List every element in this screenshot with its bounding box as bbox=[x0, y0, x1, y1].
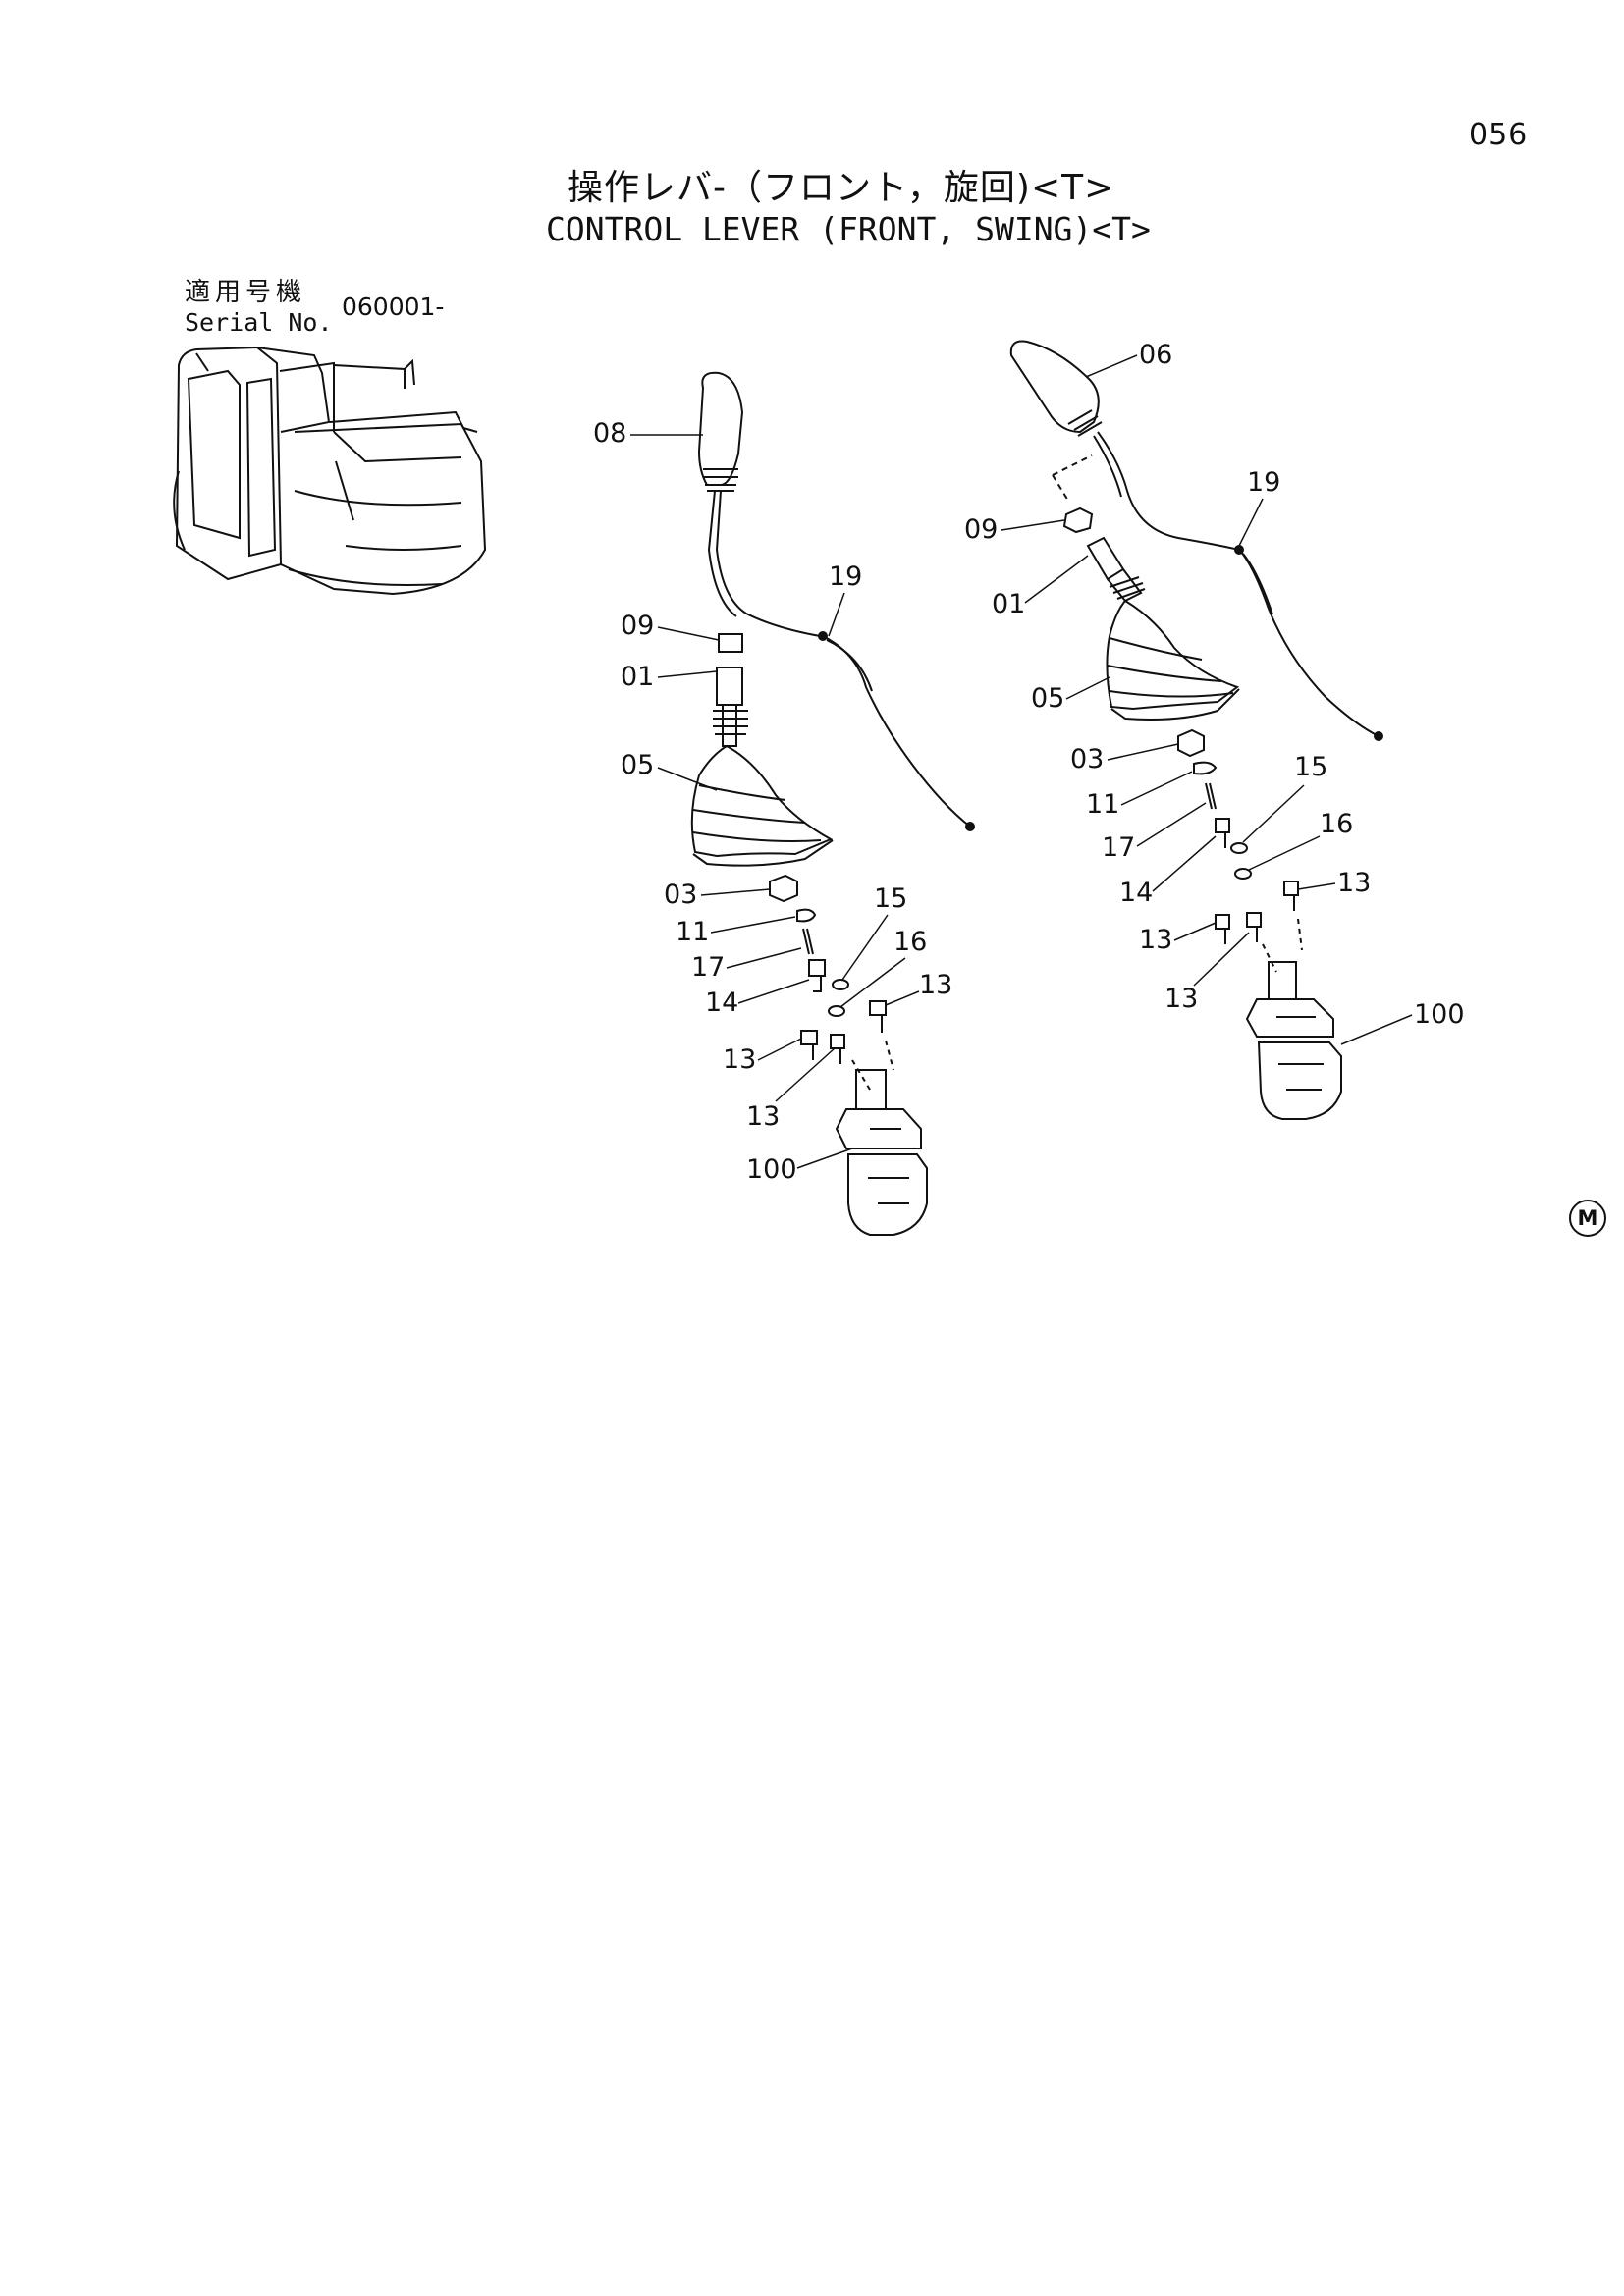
left-boot-shape bbox=[690, 744, 834, 858]
callout-100-left: 100 bbox=[746, 1154, 797, 1185]
callout-13-right-right: 13 bbox=[1337, 868, 1371, 898]
callout-01-left: 01 bbox=[621, 662, 654, 692]
callout-11-left: 11 bbox=[676, 917, 709, 947]
callout-13-lower-right: 13 bbox=[1164, 984, 1198, 1014]
left-control-lever-assembly bbox=[690, 371, 975, 1236]
callout-17-right: 17 bbox=[1102, 832, 1135, 863]
serial-range: 060001- bbox=[342, 293, 445, 321]
left-assembly-labels: 08 19 09 01 05 03 11 17 14 15 16 13 13 1… bbox=[593, 418, 952, 1185]
callout-15-left: 15 bbox=[874, 883, 907, 914]
right-boot-shape bbox=[1106, 599, 1240, 711]
serial-label-jp: 適用号機 bbox=[185, 278, 307, 307]
right-lever-shape bbox=[1086, 536, 1125, 581]
callout-01-right: 01 bbox=[992, 589, 1025, 619]
callout-13-left-right: 13 bbox=[1139, 925, 1172, 955]
right-control-lever-assembly bbox=[1009, 340, 1383, 1120]
page-title-jp: 操作レバ-（フロント，旋回)<T> bbox=[568, 168, 1115, 208]
callout-15-right: 15 bbox=[1294, 752, 1327, 782]
callout-09-left: 09 bbox=[621, 611, 654, 641]
right-assembly-labels: 06 19 09 01 05 03 11 17 14 15 16 13 13 1… bbox=[964, 340, 1465, 1045]
left-valve-shape bbox=[855, 1069, 887, 1110]
right-harness-shape bbox=[1238, 549, 1380, 737]
callout-08-left: 08 bbox=[593, 418, 626, 449]
callout-100-right: 100 bbox=[1414, 999, 1465, 1030]
excavator-upper-structure-icon bbox=[173, 346, 487, 596]
callout-05-left: 05 bbox=[621, 750, 654, 780]
left-harness-shape bbox=[822, 635, 971, 828]
callout-16-left: 16 bbox=[893, 927, 927, 957]
right-valve-shape bbox=[1268, 961, 1297, 1000]
left-lever-shape bbox=[716, 667, 743, 706]
callout-13-lower-left: 13 bbox=[746, 1101, 780, 1132]
page-title-en: CONTROL LEVER (FRONT, SWING)<T> bbox=[546, 210, 1151, 248]
callout-16-right: 16 bbox=[1320, 809, 1353, 839]
m-mark-icon: M bbox=[1569, 1200, 1606, 1237]
callout-14-left: 14 bbox=[705, 988, 738, 1018]
callout-14-right: 14 bbox=[1119, 878, 1153, 908]
callout-19-right: 19 bbox=[1247, 467, 1280, 498]
callout-11-right: 11 bbox=[1086, 789, 1119, 820]
callout-03-left: 03 bbox=[664, 880, 697, 910]
callout-09-right: 09 bbox=[964, 514, 998, 545]
callout-13-left-left: 13 bbox=[723, 1044, 756, 1075]
callout-19-left: 19 bbox=[829, 561, 862, 592]
callout-03-right: 03 bbox=[1070, 744, 1104, 774]
page-number: 056 bbox=[1469, 118, 1529, 152]
callout-17-left: 17 bbox=[691, 952, 725, 983]
left-grip-shape bbox=[697, 371, 744, 486]
right-grip-shape bbox=[1009, 340, 1100, 434]
serial-label-en: Serial No. bbox=[185, 308, 333, 337]
callout-05-right: 05 bbox=[1031, 683, 1064, 714]
callout-13-right-left: 13 bbox=[919, 970, 952, 1000]
callout-06-right: 06 bbox=[1139, 340, 1172, 370]
